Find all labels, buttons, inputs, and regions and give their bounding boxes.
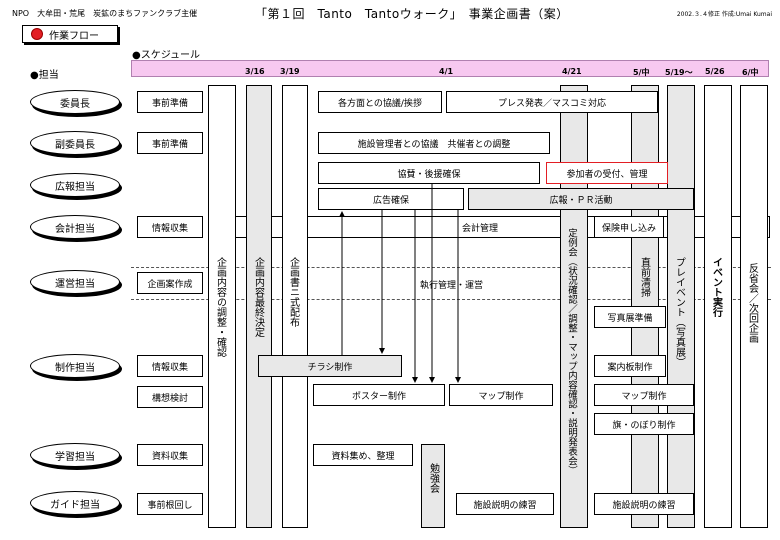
milestone-text: 定例会（状況確認／調整・マップ内容確認・説明発表会） bbox=[565, 228, 577, 475]
task-practice: 施設説明の練習 bbox=[456, 493, 554, 515]
role-operations: 運営担当 bbox=[30, 270, 120, 294]
role-production: 制作担当 bbox=[30, 354, 120, 378]
flow-label-box: 作業フロー bbox=[22, 25, 118, 43]
milestone-text: プレイベント（写真展） bbox=[673, 257, 685, 367]
organizer-text: NPO 大牟田・荒尾 炭鉱のまちファンクラブ主催 bbox=[12, 9, 198, 18]
milestone-text: イベント実行 bbox=[710, 257, 722, 317]
task-poster: ポスター制作 bbox=[313, 384, 445, 406]
task-map: マップ制作 bbox=[449, 384, 553, 406]
prep-task: 企画案作成 bbox=[137, 272, 203, 294]
role-pr: 広報担当 bbox=[30, 173, 120, 197]
task-practice: 施設説明の練習 bbox=[594, 493, 694, 515]
task-reception: 参加者の受付、管理 bbox=[546, 162, 668, 184]
milestone-bar bbox=[208, 85, 236, 528]
study-bar bbox=[421, 444, 445, 528]
role-vice-chair: 副委員長 bbox=[30, 131, 120, 155]
timeline-bar bbox=[131, 60, 769, 77]
task-photo: 写真展準備 bbox=[594, 306, 666, 328]
milestone-text: 反省会／次回企画 bbox=[746, 263, 758, 343]
role-label: ●担当 bbox=[30, 70, 59, 81]
document-title: 「第１回 Tanto Tantoウォーク」 事業企画書（案） bbox=[255, 7, 569, 21]
milestone-bar bbox=[246, 85, 272, 528]
task-flags: 旗・のぼり制作 bbox=[594, 413, 694, 435]
role-study: 学習担当 bbox=[30, 443, 120, 467]
timeline-date: 5/19～ bbox=[665, 68, 693, 77]
milestone-bar bbox=[560, 85, 588, 528]
prep-task: 事前根回し bbox=[137, 493, 203, 515]
prep-task: 情報収集 bbox=[137, 355, 203, 377]
task-insurance: 保険申し込み bbox=[594, 216, 664, 238]
task-execution: 執行管理・運営 bbox=[420, 281, 484, 291]
milestone-bar bbox=[282, 85, 308, 528]
milestone-text: 直前清掃 bbox=[638, 257, 650, 297]
task-facility: 施設管理者との協議 共催者との調整 bbox=[318, 132, 550, 154]
milestone-bar bbox=[740, 85, 768, 528]
timeline-date: 5/中 bbox=[633, 68, 650, 77]
task-materials: 資料集め、整理 bbox=[313, 444, 413, 466]
timeline-date: 5/26 bbox=[705, 67, 725, 76]
timeline-date: 4/21 bbox=[562, 67, 582, 76]
prep-task: 事前準備 bbox=[137, 91, 203, 113]
prep-task: 資料収集 bbox=[137, 444, 203, 466]
timeline-date: 6/中 bbox=[742, 68, 759, 77]
study-text: 勉強会 bbox=[427, 463, 439, 493]
milestone-bar bbox=[667, 85, 695, 528]
milestone-bar bbox=[704, 85, 732, 528]
revision-date: 2002.３.４修正 作成:Umai Kumai bbox=[676, 11, 772, 18]
role-accounting: 会計担当 bbox=[30, 215, 120, 239]
schedule-label: ●スケジュール bbox=[132, 50, 201, 61]
red-dot-icon bbox=[31, 28, 43, 40]
row-divider bbox=[131, 299, 771, 300]
task-press: プレス発表／マスコミ対応 bbox=[446, 91, 658, 113]
role-guide: ガイド担当 bbox=[30, 491, 120, 515]
task-signboard: 案内板制作 bbox=[594, 355, 666, 377]
prep-task: 事前準備 bbox=[137, 132, 203, 154]
timeline-date: 4/1 bbox=[439, 67, 454, 76]
prep-task: 情報収集 bbox=[137, 216, 203, 238]
task-ads: 広告確保 bbox=[318, 188, 464, 210]
timeline-date: 3/19 bbox=[280, 67, 300, 76]
row-divider bbox=[131, 267, 771, 268]
prep-task: 構想検討 bbox=[137, 386, 203, 408]
timeline-date: 3/16 bbox=[245, 67, 265, 76]
task-pr: 広報・ＰＲ活動 bbox=[468, 188, 694, 210]
milestone-text: 企画内容最終決定 bbox=[252, 257, 264, 337]
milestone-text: 企画書ニ式配布 bbox=[287, 257, 299, 327]
task-coordination: 各方面との協議/挨拶 bbox=[318, 91, 442, 113]
flow-label: 作業フロー bbox=[49, 30, 99, 42]
task-map: マップ制作 bbox=[594, 384, 694, 406]
task-flyer: チラシ制作 bbox=[258, 355, 402, 377]
milestone-text: 企画内容の調整・確認 bbox=[214, 257, 226, 357]
task-sponsor: 協賛・後援確保 bbox=[318, 162, 540, 184]
role-chair: 委員長 bbox=[30, 90, 120, 114]
